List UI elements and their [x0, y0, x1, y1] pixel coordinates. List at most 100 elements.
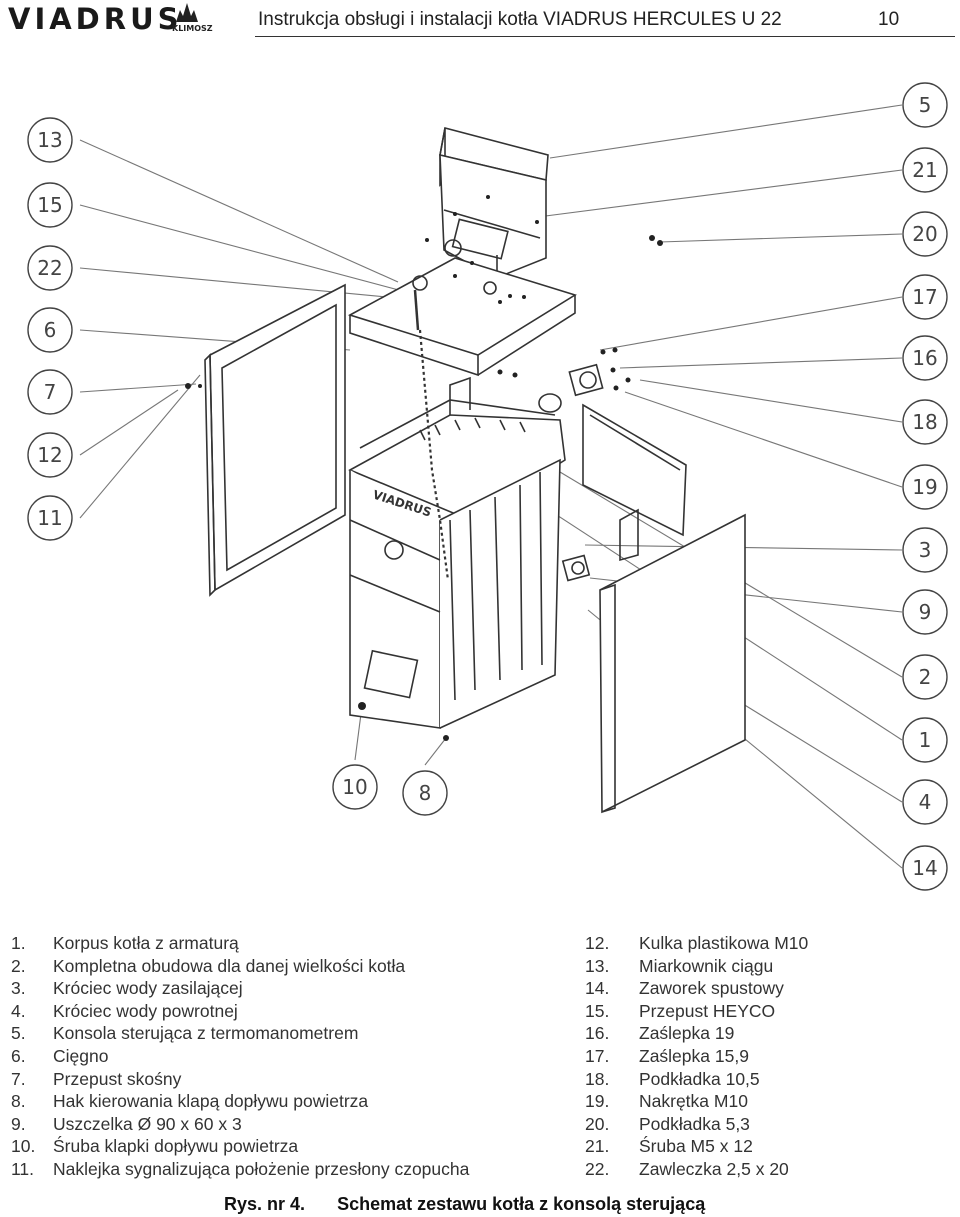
callout-number: 14	[912, 856, 937, 880]
legend-item: 18.Podkładka 10,5	[585, 1068, 808, 1091]
callout-number: 17	[912, 285, 937, 309]
legend-item: 22.Zawleczka 2,5 x 20	[585, 1158, 808, 1181]
legend-item: 21.Śruba M5 x 12	[585, 1135, 808, 1158]
callout-number: 1	[919, 728, 932, 752]
legend-item-text: Kulka plastikowa M10	[639, 933, 809, 953]
legend-item-number: 4.	[11, 1000, 26, 1021]
viadrus-logo: VIADRUS	[8, 2, 183, 36]
callout-circle	[902, 274, 948, 320]
legend-item-text: Nakrętka M10	[639, 1091, 748, 1112]
callout-number: 19	[912, 475, 937, 499]
callout-circle	[902, 717, 948, 763]
callout-circle	[27, 369, 73, 415]
legend-item: 6. Cięgno	[11, 1045, 469, 1068]
legend-item-text: Króciec wody zasilającej	[53, 978, 243, 999]
callout-number: 9	[919, 600, 932, 624]
callout-circle	[332, 764, 378, 810]
document-title: Instrukcja obsługi i instalacji kotła VI…	[258, 9, 782, 30]
callout-circle	[902, 82, 948, 128]
legend-item: 10. Śruba klapki dopływu powietrza	[11, 1135, 469, 1158]
legend-item-text: Konsola sterująca z termomanometrem	[53, 1023, 359, 1044]
legend-item-text: Przepust HEYCO	[639, 1000, 776, 1021]
legend-item-number: 17.	[585, 1045, 610, 1066]
klimosz-logo: KLIMOSZ	[172, 0, 213, 36]
pipe-fittings	[538, 363, 604, 582]
callout-number: 12	[37, 443, 62, 467]
legend-item: 1.Korpus kotła z armaturą	[11, 932, 469, 955]
callout-number: 3	[919, 538, 932, 562]
callout-number: 22	[37, 256, 62, 280]
callout-circle	[902, 845, 948, 891]
boiler-drawing: VIADRUS 13152267121152120171618193921414…	[27, 82, 948, 891]
legend-item-text: Korpus kotła z armaturą	[53, 933, 239, 953]
figure-caption: Rys. nr 4. Schemat zestawu kotła z konso…	[224, 1194, 705, 1215]
callout-number: 11	[37, 506, 62, 530]
callout-number: 20	[912, 222, 937, 246]
callout-number: 2	[919, 665, 932, 689]
legend-item: 17. Zaślepka 15,9	[585, 1045, 808, 1068]
legend-item: 20. Podkładka 5,3	[585, 1113, 808, 1136]
header-divider	[255, 36, 955, 37]
left-side-panel	[204, 283, 346, 597]
legend-item-text: Śruba klapki dopływu powietrza	[53, 1136, 299, 1157]
legend-item: 11. Naklejka sygnalizująca położenie prze…	[11, 1158, 469, 1181]
legend-item-text: Cięgno	[53, 1045, 109, 1066]
klimosz-label: KLIMOSZ	[172, 24, 213, 33]
legend-item-text: Przepust skośny	[53, 1068, 182, 1089]
top-cover	[347, 257, 577, 377]
legend-item: 2. Kompletna obudowa dla danej wielkości …	[11, 955, 469, 978]
legend-item-number: 6.	[11, 1045, 26, 1066]
callout-circle	[27, 495, 73, 541]
callout-number: 8	[419, 781, 432, 805]
legend-item-text: Naklejka sygnalizująca położenie przesło…	[53, 1158, 470, 1179]
legend-item-number: 19.	[585, 1091, 610, 1112]
legend-item: 5. Konsola sterująca z termomanometrem	[11, 1022, 469, 1045]
callout-number: 16	[912, 346, 937, 370]
front-door-panel	[599, 513, 746, 814]
callout-circle	[902, 654, 948, 700]
legend-item-text: Zaślepka 19	[639, 1023, 735, 1044]
legend-item-number: 7.	[11, 1068, 26, 1089]
legend-item: 15. Przepust HEYCO	[585, 1000, 808, 1023]
callout-circle	[902, 335, 948, 381]
legend-item-number: 15.	[585, 1000, 610, 1021]
legend-item-number: 16.	[585, 1023, 610, 1044]
page-number: 10	[878, 9, 900, 30]
legend-item-text: Kompletna obudowa dla danej wielkości ko…	[53, 955, 406, 976]
legend-item-text: Miarkownik ciągu	[639, 955, 774, 976]
legend-item-text: Zaślepka 15,9	[639, 1045, 749, 1066]
figure-title: Schemat zestawu kotła z konsolą sterując…	[337, 1194, 706, 1214]
legend-item-number: 20.	[585, 1113, 610, 1134]
callout-circle	[27, 182, 73, 228]
legend-item: 7. Przepust skośny	[11, 1068, 469, 1091]
callout-number: 21	[912, 158, 937, 182]
legend-item-text: Podkładka 5,3	[639, 1113, 750, 1134]
callout-number: 5	[919, 93, 932, 117]
legend-item-text: Podkładka 10,5	[639, 1068, 760, 1089]
legend-item-number: 3.	[11, 978, 26, 999]
legend-item-text: Uszczelka Ø 90 x 60 x 3	[53, 1113, 242, 1134]
right-rear-panel	[582, 403, 687, 562]
callout-circle	[902, 589, 948, 635]
legend-item-number: 13.	[585, 955, 610, 976]
legend-item-number: 2.	[11, 955, 26, 976]
page-header: VIADRUS KLIMOSZ Instrukcja obsługi i ins…	[0, 0, 960, 40]
callout-number: 6	[44, 318, 57, 342]
legend-item-number: 10.	[11, 1136, 36, 1157]
legend-item: 19. Nakrętka M10	[585, 1090, 808, 1113]
callout-circle	[27, 307, 73, 353]
legend-item-number: 5.	[11, 1023, 26, 1044]
legend-item-number: 21.	[585, 1136, 610, 1157]
figure-label: Rys. nr 4.	[224, 1194, 306, 1214]
callout-number: 4	[919, 790, 932, 814]
legend-item-number: 11.	[11, 1158, 35, 1179]
callout-number: 18	[912, 410, 937, 434]
legend-item-number: 12.	[585, 933, 610, 953]
flame-icon	[176, 3, 198, 22]
legend-item: 9.Uszczelka Ø 90 x 60 x 3	[11, 1113, 469, 1136]
small-parts	[185, 195, 663, 741]
legend-item-number: 22.	[585, 1158, 610, 1179]
callout-number: 7	[44, 380, 57, 404]
